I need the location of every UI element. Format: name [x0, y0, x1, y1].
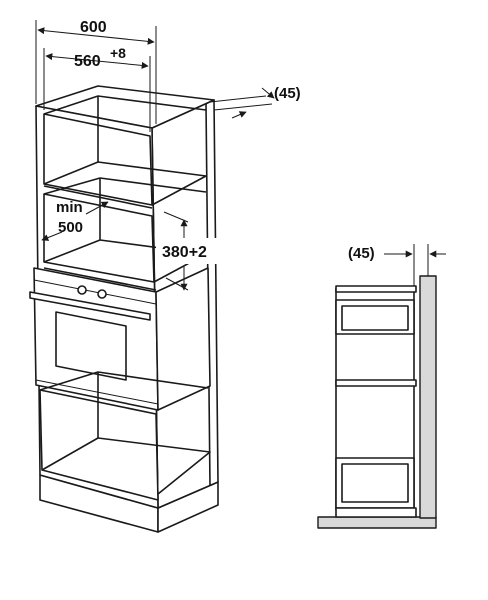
label-niche-height: 380+2: [162, 244, 207, 261]
oven-handle: [29, 291, 151, 321]
dim-45-ext-b: [213, 103, 273, 111]
oven-side: [155, 267, 211, 411]
upper-shelf: [43, 161, 207, 206]
dimension-lines-left: [35, 20, 275, 291]
label-width-inner: 560: [74, 53, 101, 70]
lower-compartment: [39, 389, 159, 501]
label-depth-gap-left: (45): [274, 85, 301, 102]
dim-380-label-bg: [156, 238, 230, 264]
section-floor: [317, 516, 437, 529]
oven-control-strip: [33, 279, 157, 305]
section-wall: [419, 275, 437, 519]
side-section-view: [317, 244, 446, 529]
label-width-total: 600: [80, 19, 107, 36]
section-top-shelf: [335, 285, 417, 293]
label-min: min: [56, 199, 83, 216]
label-width-inner-tolerance: +8: [110, 45, 126, 61]
lower-floor: [41, 437, 211, 495]
oven-knob-left: [77, 285, 87, 295]
section-plinth: [335, 507, 417, 518]
section-niche-inner: [341, 305, 409, 331]
dim-45-arrow-a: [261, 87, 275, 99]
dim-45-ext-a: [209, 95, 267, 103]
label-depth-gap-right: (45): [348, 245, 375, 262]
cabinet-perspective: [29, 85, 219, 533]
dim-600-line: [37, 27, 155, 45]
oven-window: [55, 311, 127, 381]
label-min-value: 500: [58, 219, 83, 236]
dim-560-line: [45, 53, 149, 69]
section-lower-inner: [341, 463, 409, 503]
section-middle-shelf: [335, 379, 417, 387]
niche-floor: [43, 239, 207, 283]
oven-knob-right: [97, 289, 107, 299]
dim-min-arrow-top: [85, 201, 109, 215]
niche-floor-edge: [43, 267, 157, 291]
dim-min-arrow-bottom: [41, 231, 63, 241]
oven-bottom-edge: [35, 379, 159, 405]
dim-45-arrow-b: [231, 111, 247, 119]
